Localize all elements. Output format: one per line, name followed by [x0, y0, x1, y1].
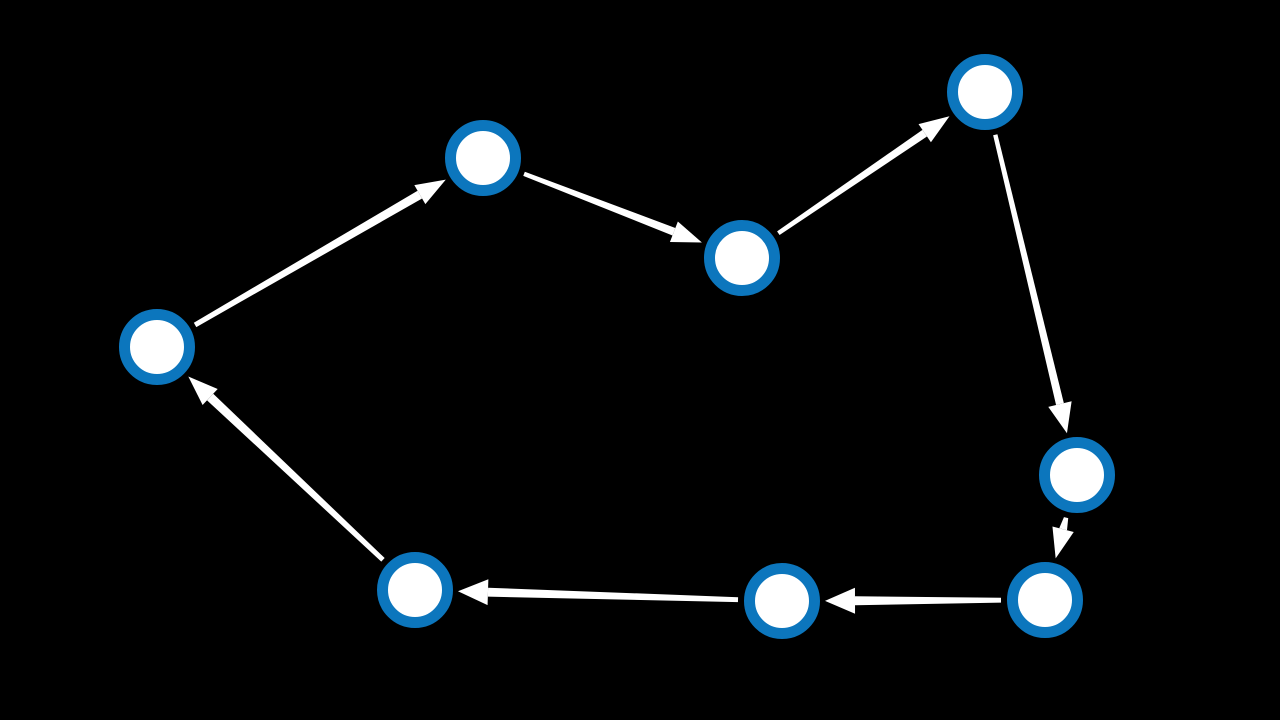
edge-arrowhead-icon — [918, 116, 950, 143]
graph-node[interactable] — [445, 120, 521, 196]
edge-arrowhead-icon — [457, 579, 489, 606]
edge-shaft — [487, 587, 739, 603]
edge-arrowhead-icon — [669, 221, 702, 243]
edge-shaft — [1059, 517, 1069, 531]
edge-arrowhead-icon — [188, 376, 218, 406]
node-layer — [119, 54, 1115, 639]
graph-node[interactable] — [744, 563, 820, 639]
edge-shaft — [523, 171, 676, 236]
edge-arrowhead-icon — [1048, 401, 1072, 434]
edge-shaft — [993, 134, 1064, 405]
graph-node[interactable] — [1007, 562, 1083, 638]
edge-shaft — [854, 596, 1002, 606]
edge-shaft — [193, 190, 423, 328]
graph-node[interactable] — [119, 309, 195, 385]
edge-arrowhead-icon — [1052, 526, 1074, 559]
edge-layer — [188, 116, 1074, 614]
edge-arrowhead-icon — [824, 587, 856, 614]
edge-shaft — [777, 129, 927, 235]
edge-arrowhead-icon — [414, 179, 446, 205]
edge-shaft — [207, 393, 385, 562]
graph-node[interactable] — [947, 54, 1023, 130]
graph-node[interactable] — [1039, 437, 1115, 513]
graph-node[interactable] — [704, 220, 780, 296]
graph-node[interactable] — [377, 552, 453, 628]
